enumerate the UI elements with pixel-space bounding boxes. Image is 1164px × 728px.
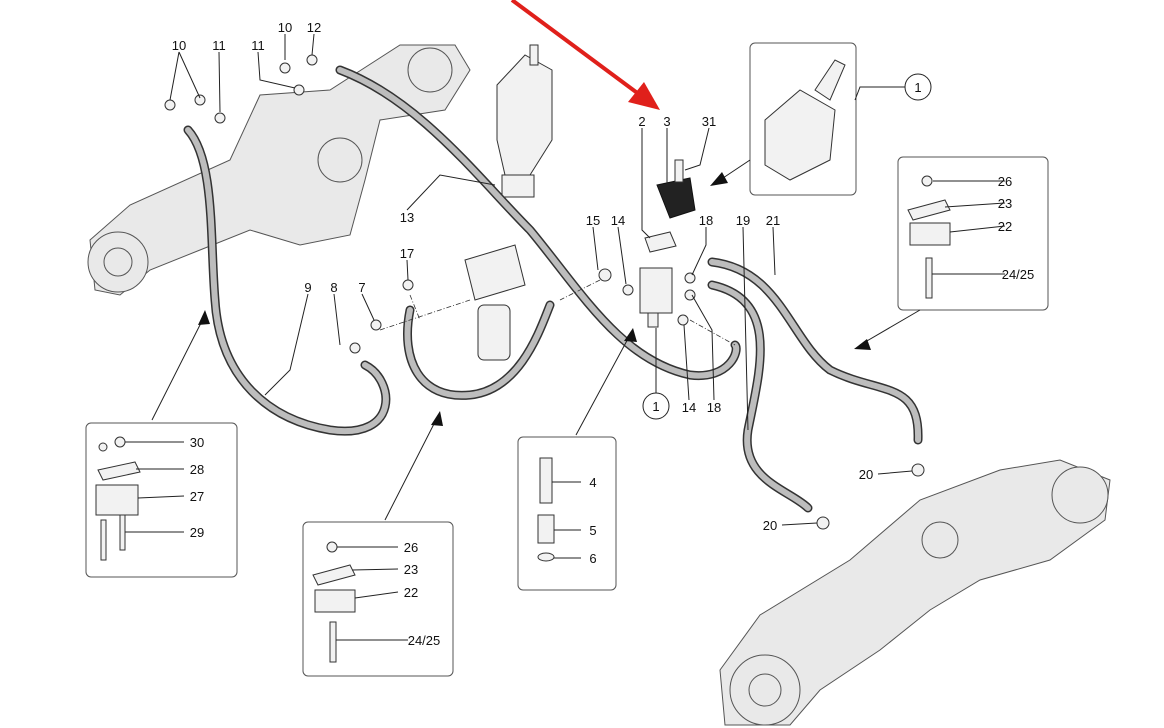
callout-label: 18 [699,213,713,228]
callout-label: 20 [763,518,777,533]
callout-label: 17 [400,246,414,261]
front-axle [719,459,1111,726]
callout-label: 3 [663,114,670,129]
callout-label: 13 [400,210,414,225]
callout-label: 1 [914,80,921,95]
valve-block [164,54,925,530]
control-tower [464,44,553,361]
callout-label: 11 [251,38,265,53]
red-pointer-arrow-icon [510,0,660,110]
callout-label: 26 [404,540,418,555]
callout-label: 9 [304,280,311,295]
detail-box-fasteners [517,436,617,591]
callout-label: 15 [586,213,600,228]
callout-label: 27 [190,489,204,504]
callout-label: 18 [707,400,721,415]
callout-label: 23 [998,196,1012,211]
callout-circle [904,73,932,101]
callout-label: 19 [736,213,750,228]
callout-label: 14 [611,213,625,228]
callout-label: 24/25 [408,633,441,648]
callout-label: 29 [190,525,204,540]
detail-box-clamp-right [897,156,1049,311]
leader-lines [125,33,1006,641]
callout-label: 10 [278,20,292,35]
callout-label: 24/25 [1002,267,1035,282]
callout-label: 22 [998,219,1012,234]
callout-label: 30 [190,435,204,450]
hoses [183,65,923,513]
callout-label: 2 [638,114,645,129]
callout-labels: 10 11 11 10 12 13 17 9 8 7 2 3 31 15 14 … [172,20,1035,648]
callout-label: 12 [307,20,321,35]
callout-label: 8 [330,280,337,295]
callout-label: 23 [404,562,418,577]
callout-label: 6 [589,551,596,566]
callout-label: 1 [652,399,659,414]
callout-label: 22 [404,585,418,600]
detail-box-clamp-left [85,422,238,578]
callout-label: 20 [859,467,873,482]
callout-label: 5 [589,523,596,538]
callout-label: 31 [702,114,716,129]
callout-label: 4 [589,475,596,490]
callout-label: 11 [212,38,226,53]
callout-label: 10 [172,38,186,53]
callout-label: 7 [358,280,365,295]
callout-label: 21 [766,213,780,228]
callout-label: 14 [682,400,696,415]
detail-box-clamp-bottom [302,521,454,677]
callout-label: 28 [190,462,204,477]
rear-axle [87,44,471,296]
callout-label: 26 [998,174,1012,189]
detail-box-valve [749,42,857,196]
callout-circle [642,392,670,420]
